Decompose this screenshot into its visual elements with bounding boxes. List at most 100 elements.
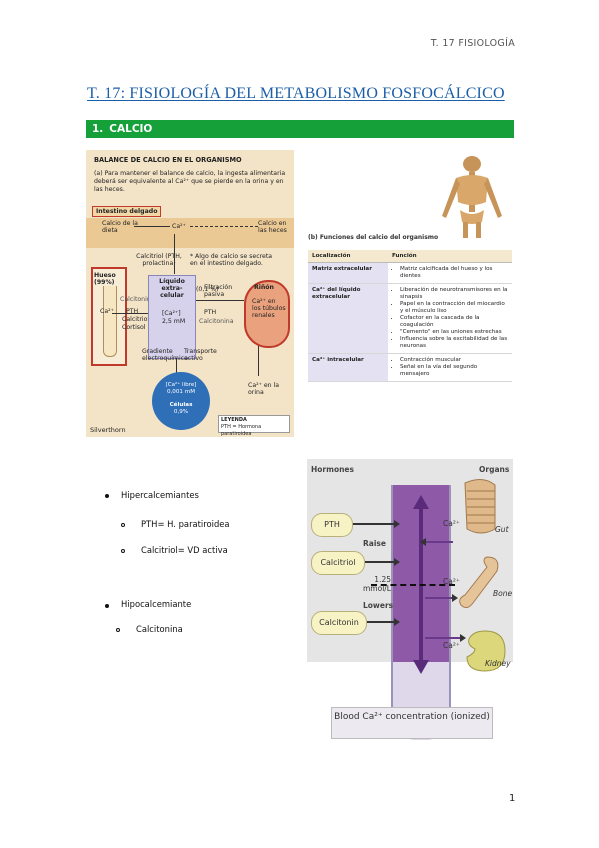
active-transport-label: Transporte activo (184, 348, 217, 362)
kidney-label: Riñón (254, 284, 274, 291)
figure-credit: Silverthorn (90, 426, 126, 434)
organs-heading: Organs (479, 465, 510, 474)
bone-ca-label: Ca²⁺ (443, 577, 460, 586)
pth-label: PTH (126, 308, 139, 315)
bullet-circle (121, 523, 125, 527)
bullet-hypocalcemic: Hipocalcemiante (121, 599, 192, 609)
section-heading: 1. CALCIO (86, 120, 514, 138)
legend-box: LEYENDA PTH = Hormona paratiroidea (218, 415, 290, 437)
filtration-label: Filtración pasiva (204, 284, 233, 298)
page-header: T. 17 FISIOLOGÍA (430, 38, 515, 49)
bullet-calcitonin: Calcitonina (136, 624, 183, 634)
arrow (112, 313, 148, 314)
arrow (425, 634, 466, 642)
functions-caption: (b) Funciones del calcio del organismo (308, 234, 439, 241)
ecf-mm: 2,5 mM (162, 318, 186, 325)
bone-icon (459, 556, 499, 609)
lowers-label: Lowers (363, 601, 394, 610)
calcium-functions-panel: (b) Funciones del calcio del organismo L… (308, 150, 512, 437)
arrow (174, 234, 175, 274)
calcitonin-label: Calcitonina (120, 296, 155, 303)
gut-label: Gut (495, 525, 509, 534)
secretion-note: * Algo de calcio se secreta en el intest… (190, 253, 273, 267)
gut-icon (464, 479, 496, 534)
page-number: 1 (509, 793, 516, 804)
raise-label: Raise (363, 539, 386, 548)
intestine-band (86, 218, 294, 248)
kidney-calcitonin-label: Calcitonina (199, 318, 234, 325)
calcium-functions-table: Localización Función Matriz extracelular… (308, 250, 512, 382)
arrow (258, 346, 259, 376)
row-location: Matriz extracelular (308, 262, 388, 284)
blood-ca-caption: Blood Ca²⁺ concentration (ionized) (331, 707, 493, 739)
function-item: Contracción muscular (400, 357, 508, 364)
calcitriol-pill: Calcitriol (311, 551, 365, 575)
arrow (353, 520, 400, 528)
bullet-hypercalcemic: Hipercalcemiantes (121, 490, 199, 500)
blood-tube (391, 485, 451, 740)
diagram-subtitle: (a) Para mantener el balance de calcio, … (94, 170, 286, 193)
ecf-label: Líquido extra-celular (159, 278, 185, 299)
function-item: "Cemento" en las uniones estrechas (400, 329, 508, 336)
kidney-label: Kidney (485, 659, 511, 668)
skeleton-icon (436, 152, 508, 238)
bone-label: Bone (493, 589, 513, 598)
bone-ca-label: Ca²⁺ (100, 308, 114, 315)
urine-calcium-label: Ca²⁺ en la orina (248, 382, 280, 396)
arrow-down-icon (413, 660, 429, 674)
row-location: Ca²⁺ del líquido extracelular (308, 283, 388, 354)
pth-pill: PTH (311, 513, 353, 537)
section-label: CALCIO (109, 123, 153, 135)
arrow (190, 226, 258, 228)
arrow (365, 558, 400, 566)
calcium-balance-figure: BALANCE DE CALCIO EN EL ORGANISMO (a) Pa… (86, 150, 512, 437)
extracellular-fluid-box (148, 275, 196, 359)
gradient-label: Gradiente electroquímico (142, 348, 188, 362)
intestine-label: Intestino delgado (92, 206, 162, 217)
table-row: Matriz extracelular Matriz calcificada d… (308, 262, 512, 284)
col-header-function: Función (388, 250, 512, 263)
setpoint-label: 1.25 mmol/L (363, 575, 391, 593)
hormones-heading: Hormones (311, 465, 354, 474)
bullet-dot (105, 494, 109, 498)
function-item: Cofactor en la cascada de la coagulación (400, 315, 508, 329)
function-item: Matriz calcificada del hueso y los dient… (400, 266, 508, 280)
dietary-calcium-label: Calcio de la dieta (102, 220, 138, 234)
arrow (196, 300, 244, 301)
arrow (425, 541, 453, 543)
setpoint-line (371, 584, 455, 586)
cortisol-label: Cortisol (122, 324, 146, 331)
bullet-circle (116, 628, 120, 632)
free-ca-mm: 0,001 mM (166, 389, 196, 395)
calcium-regulation-figure: Hormones Organs PTH Raise Calcitriol 1.2… (307, 459, 513, 744)
renal-tubule-label: Ca²⁺ en los túbulos renales (252, 298, 286, 319)
function-item: Liberación de neurotransmisores en la si… (400, 287, 508, 301)
cells-label: Células (169, 402, 193, 408)
calcium-balance-diagram: BALANCE DE CALCIO EN EL ORGANISMO (a) Pa… (86, 150, 294, 437)
legend-item: PTH = Hormona paratiroidea (221, 424, 262, 437)
bullet-calcitriol: Calcitriol= VD activa (141, 545, 228, 555)
fecal-calcium-label: Calcio en las heces (258, 220, 287, 234)
col-header-location: Localización (308, 250, 388, 263)
kidney-icon (244, 280, 290, 348)
kidney-ca-label: Ca²⁺ (443, 641, 460, 650)
arrow-up-icon (413, 495, 429, 509)
bone-label: Hueso (99%) (94, 272, 122, 286)
gut-ca-label: Ca²⁺ (443, 519, 460, 528)
section-number: 1. (92, 123, 104, 135)
arrow (176, 358, 177, 374)
bullet-dot (105, 604, 109, 608)
ecf-ca-conc: [Ca²⁺] (162, 310, 181, 317)
calcitonin-pill: Calcitonin (311, 611, 367, 635)
intestine-ca-label: Ca²⁺ (172, 223, 186, 230)
function-item: Influencia sobre la excitabilidad de las… (400, 336, 508, 350)
kidney-pth-label: PTH (204, 309, 217, 316)
arrow (425, 594, 458, 602)
cells-circle: [Ca²⁺ libre] 0,001 mM Células 0,9% (152, 372, 210, 430)
calcitriol-pth-label: Calcitriol (PTH, prolactina) (136, 253, 182, 267)
arrow (134, 226, 170, 227)
table-row: Ca²⁺ intracelular Contracción muscular S… (308, 353, 512, 382)
diagram-title: BALANCE DE CALCIO EN EL ORGANISMO (94, 156, 242, 164)
row-location: Ca²⁺ intracelular (308, 353, 388, 382)
bone-icon (103, 275, 117, 357)
